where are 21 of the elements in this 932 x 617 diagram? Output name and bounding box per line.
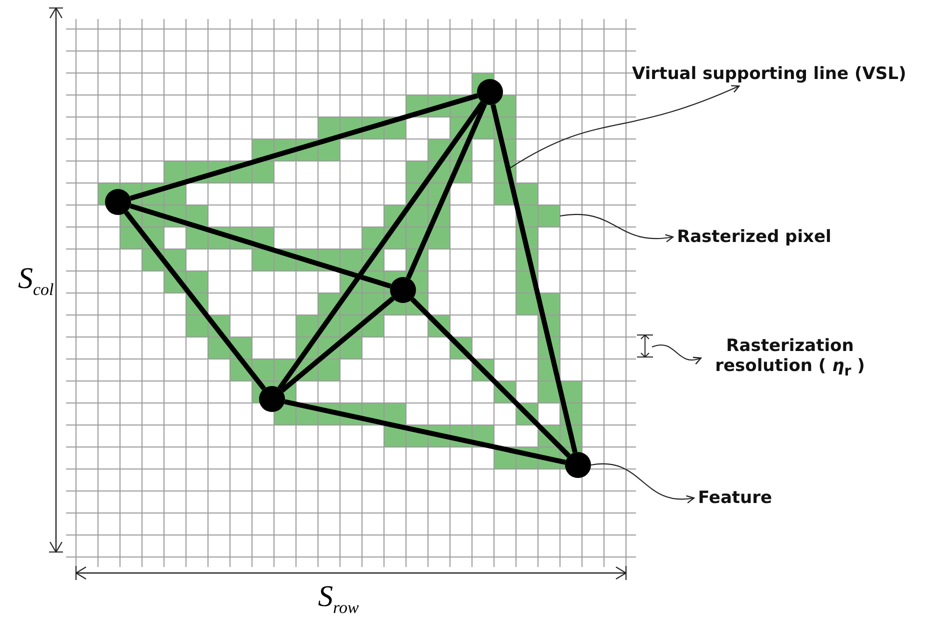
callout-label: Feature <box>698 488 772 508</box>
supporting-line <box>406 102 488 280</box>
dimension-label: S$_{row}$ <box>318 580 359 617</box>
supporting-line <box>280 296 395 393</box>
supporting-line <box>124 210 266 390</box>
leader-line <box>652 344 702 364</box>
supporting-line <box>284 399 566 465</box>
supporting-line <box>277 101 485 390</box>
callout-label: Rasterization resolution ( η$_{r}$ ) <box>714 336 866 380</box>
leader-line <box>560 214 674 242</box>
callout-label: Rasterized pixel <box>677 227 832 247</box>
leader-line <box>590 463 695 503</box>
supporting-line <box>130 203 392 289</box>
supporting-line <box>130 93 478 201</box>
feature-point <box>565 452 591 478</box>
dimension-label: S$_{col}$ <box>18 262 54 300</box>
supporting-line <box>490 104 578 453</box>
supporting-line <box>410 297 571 458</box>
leader-line <box>510 84 740 168</box>
callout-label: Virtual supporting line (VSL) <box>632 64 906 84</box>
rasterized-pixel <box>538 205 560 227</box>
